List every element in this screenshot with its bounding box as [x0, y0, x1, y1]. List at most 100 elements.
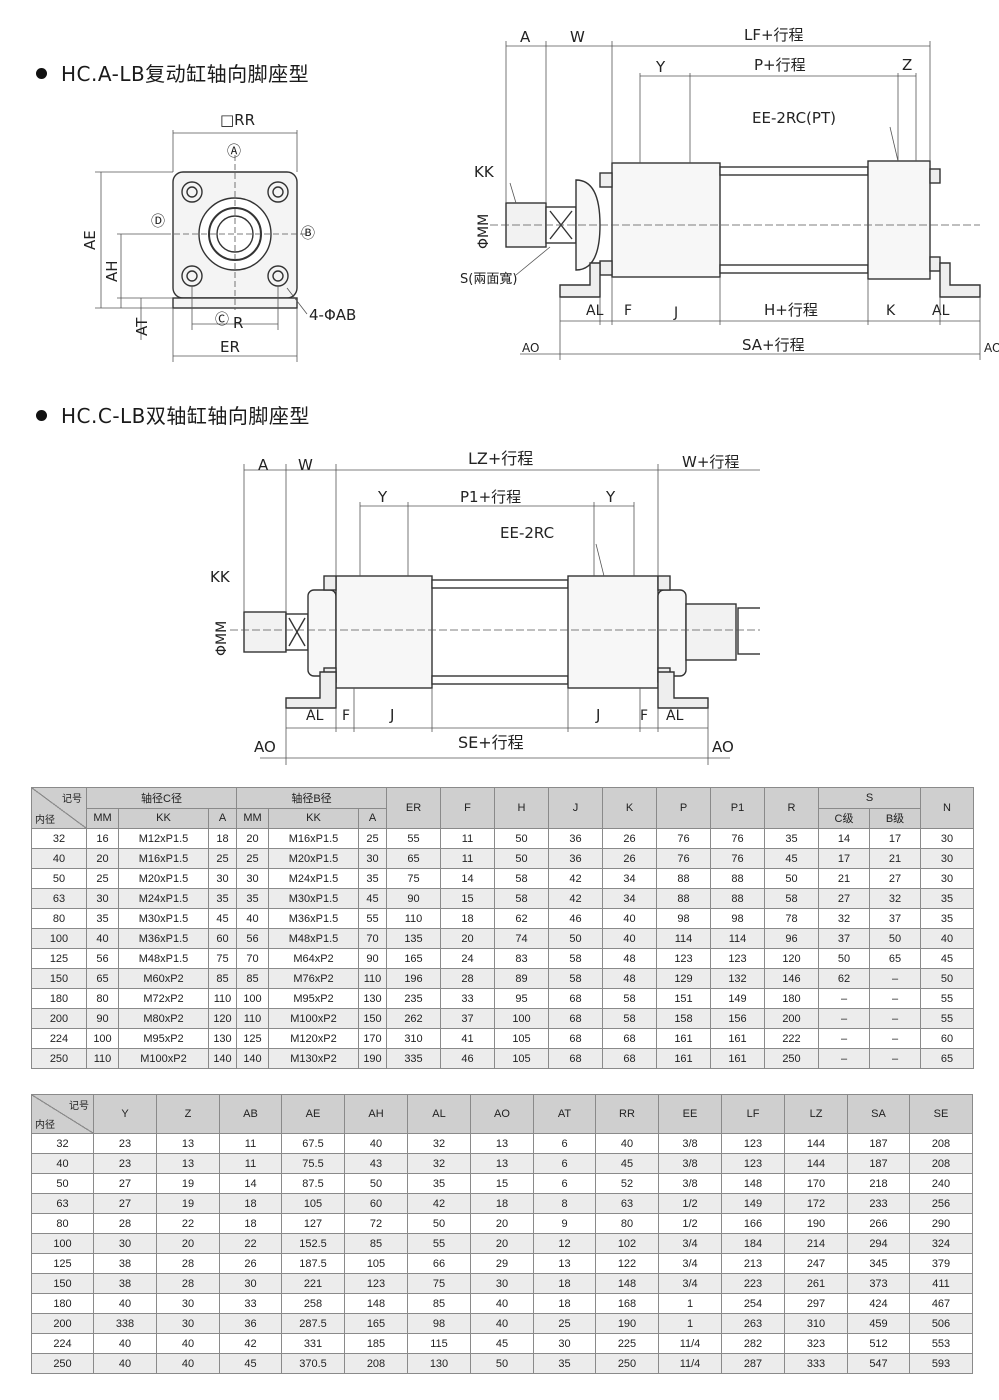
table-cell: 80 [595, 1213, 659, 1234]
corner-top-label: 记号 [62, 794, 82, 805]
table-cell: 105 [494, 1028, 549, 1049]
table-cell: 66 [407, 1253, 471, 1274]
table-cell: 30 [93, 1233, 157, 1254]
label-al: AL [586, 303, 604, 319]
table-cell: 170 [784, 1173, 848, 1194]
table-cell: 110 [386, 908, 441, 929]
label-p: P+行程 [754, 56, 806, 74]
label-w-stroke: W+行程 [682, 453, 739, 471]
table-cell: 50 [869, 928, 921, 949]
bore-cell: 63 [31, 888, 87, 909]
table-cell: 424 [847, 1293, 910, 1314]
table-cell: 26 [602, 828, 657, 849]
table-cell: 65 [869, 948, 921, 969]
table-cell: 25 [86, 868, 119, 889]
label-w: W [570, 28, 585, 46]
table-cell: 36 [548, 828, 603, 849]
table-cell: 3/8 [658, 1153, 722, 1174]
table-cell: 282 [721, 1333, 785, 1354]
heading-hc-a-lb: HC.A-LB复动缸轴向脚座型 [36, 58, 309, 87]
table-cell: 190 [358, 1048, 387, 1069]
table-cell: – [869, 1008, 921, 1029]
table-cell: M24xP1.5 [268, 868, 359, 889]
table-cell: 98 [710, 908, 765, 929]
table-cell: M20xP1.5 [268, 848, 359, 869]
label-lz: LZ+行程 [468, 449, 533, 468]
table-cell: 294 [847, 1233, 910, 1254]
table-cell: 28 [156, 1253, 220, 1274]
table-cell: 36 [219, 1313, 282, 1334]
table-cell: M16xP1.5 [268, 828, 359, 849]
table-cell: 30 [920, 848, 974, 869]
table-cell: 32 [869, 888, 921, 909]
table-cell: 35 [358, 868, 387, 889]
side-view-diagram-a: A W LF+行程 Y P+行程 Z EE-2RC(PT) KK ΦMM S(兩… [460, 26, 999, 360]
table-cell: 55 [386, 828, 441, 849]
table-cell: – [818, 1008, 870, 1029]
table-cell: 50 [407, 1213, 471, 1234]
table-cell: 165 [386, 948, 441, 969]
table-cell: 40 [595, 1133, 659, 1154]
table-cell: 6 [533, 1153, 596, 1174]
table-cell: 90 [386, 888, 441, 909]
table-cell: 132 [710, 968, 765, 989]
table-cell: 50 [344, 1173, 408, 1194]
table-cell: – [818, 988, 870, 1009]
side-view-diagram-c: A W LZ+行程 W+行程 A Y P1+行程 Y EE-2RC KK ΦMM… [210, 449, 760, 765]
table-cell: 146 [764, 968, 819, 989]
table-cell: 22 [156, 1213, 220, 1234]
table-cell: 27 [869, 868, 921, 889]
table-cell: 100 [236, 988, 269, 1009]
col-header: LF [721, 1094, 785, 1134]
table-cell: 55 [920, 988, 974, 1009]
table-cell: 144 [784, 1153, 848, 1174]
table-cell: M24xP1.5 [118, 888, 209, 909]
table-cell: 35 [764, 828, 819, 849]
table-cell: 42 [219, 1333, 282, 1354]
table-cell: 75 [386, 868, 441, 889]
bore-cell: 180 [31, 1293, 94, 1314]
table-cell: 187.5 [281, 1253, 345, 1274]
col-header: R [764, 787, 819, 829]
table-cell: M95xP2 [268, 988, 359, 1009]
table-cell: 85 [208, 968, 237, 989]
corner-top-label: 记号 [69, 1101, 89, 1112]
table-cell: 235 [386, 988, 441, 1009]
table-cell: 1 [658, 1293, 722, 1314]
table-cell: 68 [548, 1028, 603, 1049]
label-al-right: AL [666, 708, 684, 724]
table-cell: 35 [208, 888, 237, 909]
table-cell: 187 [847, 1133, 910, 1154]
table-cell: 52 [595, 1173, 659, 1194]
table-cell: 21 [818, 868, 870, 889]
table-cell: M20xP1.5 [118, 868, 209, 889]
table-cell: 19 [156, 1173, 220, 1194]
table-cell: 25 [533, 1313, 596, 1334]
table-cell: 102 [595, 1233, 659, 1254]
table-cell: 36 [548, 848, 603, 869]
table-cell: M95xP2 [118, 1028, 209, 1049]
sub-header: A [208, 807, 237, 829]
table-cell: 512 [847, 1333, 910, 1354]
table-cell: 37 [869, 908, 921, 929]
table-cell: 26 [219, 1253, 282, 1274]
table-cell: 310 [784, 1313, 848, 1334]
col-header: J [548, 787, 603, 829]
table-cell: 1 [658, 1313, 722, 1334]
table-cell: 25 [208, 848, 237, 869]
table-cell: 30 [920, 868, 974, 889]
table-cell: 140 [208, 1048, 237, 1069]
table-cell: 165 [344, 1313, 408, 1334]
table-cell: 24 [440, 948, 495, 969]
table-cell: 196 [386, 968, 441, 989]
table-cell: 148 [721, 1173, 785, 1194]
bore-cell: 80 [31, 1213, 94, 1234]
table-cell: 170 [358, 1028, 387, 1049]
table-cell: 123 [656, 948, 711, 969]
table-cell: 60 [920, 1028, 974, 1049]
table-cell: 297 [784, 1293, 848, 1314]
